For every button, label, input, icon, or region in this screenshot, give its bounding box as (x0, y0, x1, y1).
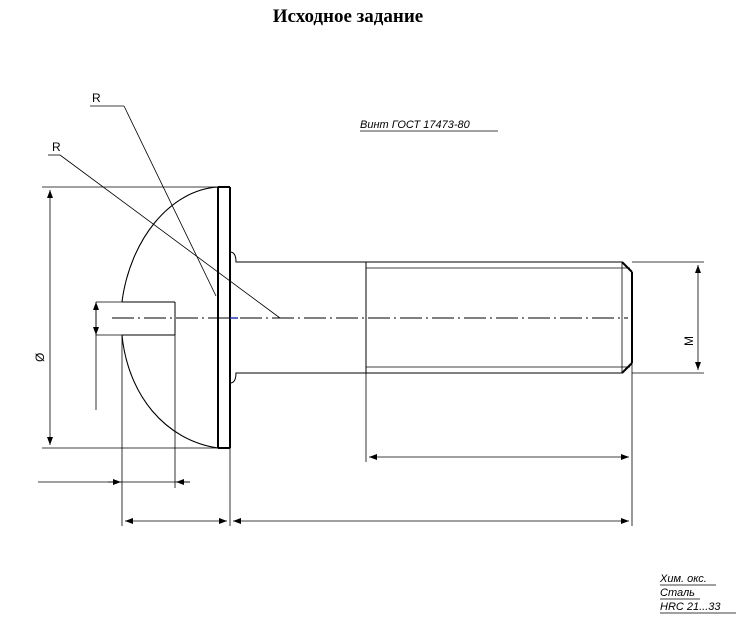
radius-top-leader (123, 105, 217, 297)
dia-label: Ø (33, 353, 47, 362)
standard-label: Винт ГОСТ 17473-80 (360, 119, 471, 131)
note-line-1: Хим. окс. (659, 573, 707, 585)
radius-top-label: R (92, 91, 101, 105)
shank-bottom (229, 372, 622, 384)
note-line-3: HRC 21...33 (660, 601, 721, 613)
radius-mid-label: R (52, 140, 61, 154)
note-line-2: Сталь (660, 587, 695, 599)
chamfer-bottom (621, 362, 633, 374)
shank-top (229, 251, 622, 263)
page-title: Исходное задание (272, 6, 424, 27)
chamfer-top (621, 261, 633, 273)
m-label: M (682, 336, 696, 346)
radius-mid-leader (59, 154, 281, 319)
